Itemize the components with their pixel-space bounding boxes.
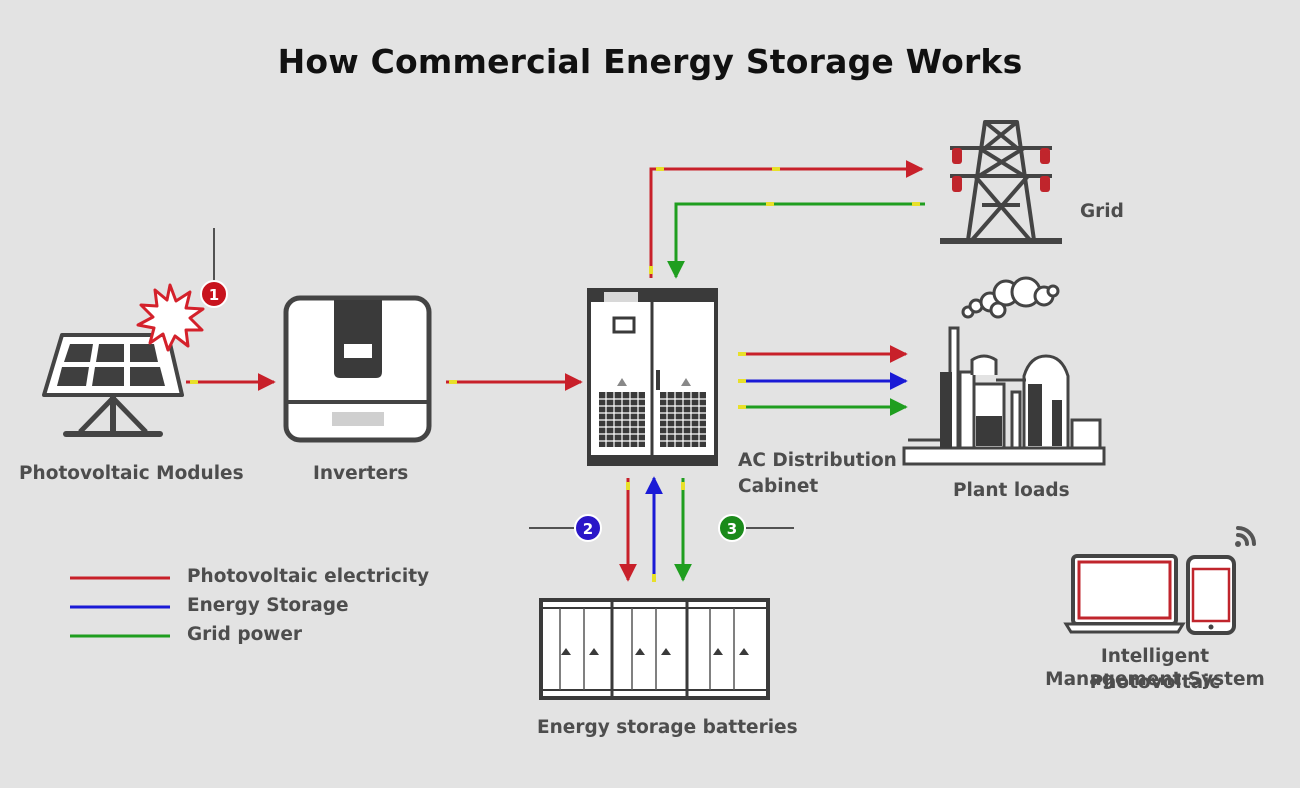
wifi-icon [1235, 526, 1256, 547]
svg-text:1: 1 [209, 286, 219, 304]
inverter-icon [283, 295, 432, 443]
label-photovoltaic-modules: Photovoltaic Modules [19, 463, 244, 484]
badge-3: 3 [718, 514, 746, 542]
legend-label-grid: Grid power [187, 624, 303, 645]
label-inverters: Inverters [313, 463, 409, 484]
svg-text:3: 3 [727, 520, 737, 538]
insulator-marks [952, 148, 1050, 192]
label-management-line1: Intelligent Photovoltaic [1089, 646, 1221, 693]
pv-flow-arrows [186, 160, 924, 582]
legend-label-storage: Energy Storage [187, 595, 349, 616]
sun-burst-icon [136, 283, 205, 352]
ac-cabinet-icon [587, 288, 718, 466]
label-cabinet: Cabinet [738, 476, 819, 497]
laptop-icon [1063, 554, 1186, 634]
badge-1: 1 [200, 280, 228, 308]
label-management-line2: Management System [1045, 669, 1265, 690]
storage-flow-arrows [645, 372, 908, 582]
solar-panel-icon [42, 333, 184, 437]
legend-label-pv: Photovoltaic electricity [187, 566, 430, 587]
label-grid: Grid [1080, 201, 1124, 222]
flow-glints [190, 167, 920, 582]
transmission-tower-icon [940, 120, 1062, 244]
phone-icon [1186, 555, 1236, 635]
factory-icon [902, 276, 1106, 466]
page-title: How Commercial Energy Storage Works [277, 42, 1023, 81]
svg-text:2: 2 [583, 520, 593, 538]
label-plant-loads: Plant loads [953, 480, 1070, 501]
label-energy-storage-batteries: Energy storage batteries [537, 717, 798, 738]
badge-2: 2 [574, 514, 602, 542]
battery-rack-icon [539, 598, 770, 700]
grid-flow-arrows [667, 202, 925, 582]
label-ac-distribution: AC Distribution [738, 450, 897, 471]
